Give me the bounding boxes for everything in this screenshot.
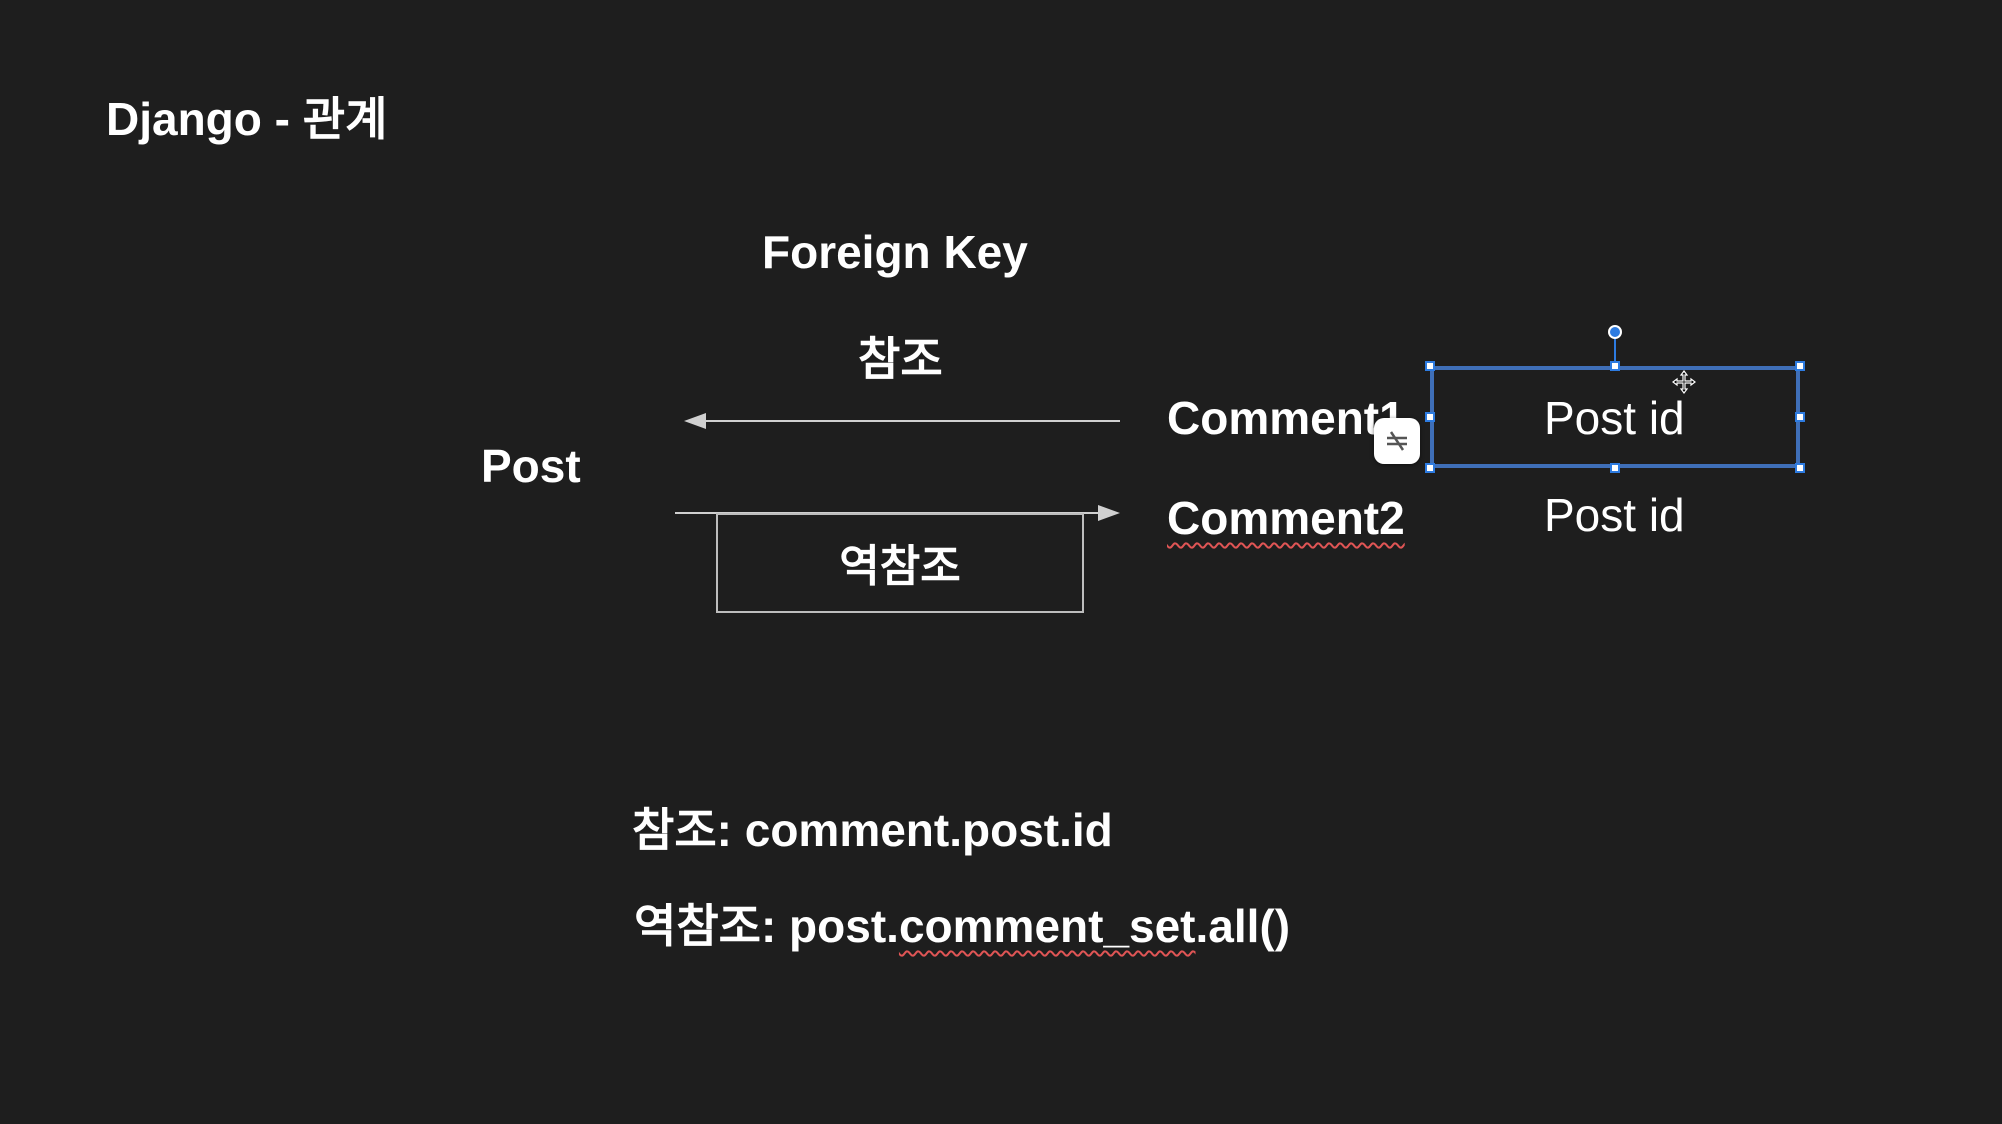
slide-title[interactable]: Django - 관계 (106, 93, 388, 145)
post-label[interactable]: Post (481, 440, 581, 492)
reverse-code-comment-set: comment_set (898, 900, 1196, 952)
selection-frame[interactable] (1430, 366, 1800, 468)
reverse-code-suffix: .all() (1195, 900, 1291, 952)
reverse-reference-code-line[interactable]: 역참조: post.comment_set.all() (634, 903, 1290, 949)
post-id-text[interactable]: Post id (1544, 489, 1685, 541)
format-button[interactable] (1374, 418, 1420, 464)
reference-arrow[interactable] (684, 413, 1120, 429)
resize-handle-top-right[interactable] (1795, 361, 1805, 371)
reference-code-line[interactable]: 참조: comment.post.id (632, 804, 1113, 856)
resize-handle-bottom[interactable] (1610, 463, 1620, 473)
post-id-text-selected[interactable]: Post id (1544, 392, 1685, 444)
resize-handle-top[interactable] (1610, 361, 1620, 371)
resize-handle-top-left[interactable] (1425, 361, 1435, 371)
move-cursor-icon (1672, 370, 1696, 394)
foreign-key-heading[interactable]: Foreign Key (762, 226, 1028, 278)
resize-handle-left[interactable] (1425, 412, 1435, 422)
resize-handle-bottom-right[interactable] (1795, 463, 1805, 473)
reference-label[interactable]: 참조 (858, 333, 943, 385)
reverse-reference-label[interactable]: 역참조 (839, 542, 961, 591)
strikethrough-format-icon (1387, 431, 1407, 451)
rotation-handle[interactable] (1608, 325, 1622, 339)
reverse-reference-box[interactable]: 역참조 (716, 513, 1084, 613)
rotation-handle-stem (1614, 339, 1616, 366)
comment2-label[interactable]: Comment2 (1167, 492, 1405, 544)
comment1-label[interactable]: Comment1 (1167, 392, 1405, 444)
resize-handle-bottom-left[interactable] (1425, 463, 1435, 473)
resize-handle-right[interactable] (1795, 412, 1805, 422)
reverse-code-prefix: 역참조: post. (634, 900, 899, 952)
